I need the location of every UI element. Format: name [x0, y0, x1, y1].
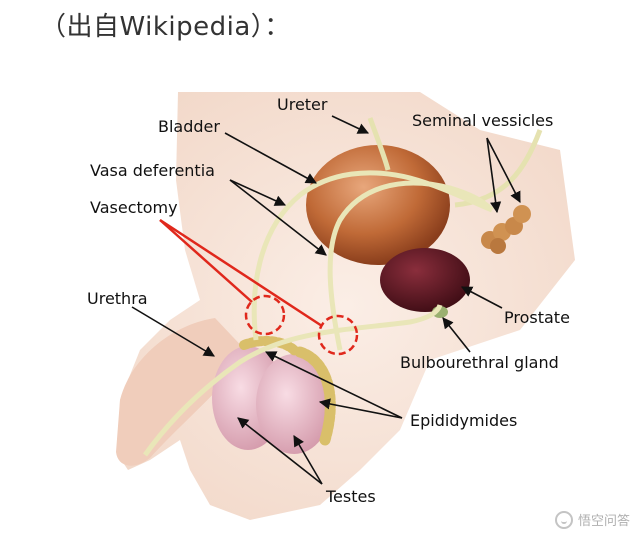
watermark: 悟空问答	[554, 510, 630, 529]
arrow-bladder	[224, 132, 317, 184]
label-prostate: Prostate	[504, 308, 570, 327]
label-ureter: Ureter	[277, 95, 328, 114]
label-seminal-vesicles: Seminal vessicles	[412, 111, 553, 130]
label-epididymides: Epididymides	[410, 411, 517, 430]
penis-shape	[116, 318, 250, 466]
vasectomy-pointer-2	[159, 218, 323, 328]
arrow-prostate	[461, 286, 503, 309]
arrow-epididymides-2	[318, 398, 403, 419]
vasectomy-pointer-1	[159, 219, 253, 303]
arrow-urethra	[131, 306, 215, 357]
urethra	[142, 304, 443, 457]
arrow-seminal-2	[486, 137, 521, 203]
arrow-epididymides-1	[264, 351, 403, 419]
label-vasa-deferentia: Vasa deferentia	[90, 161, 215, 180]
caption: （出自Wikipedia）：	[40, 12, 291, 42]
vasectomy-marker-left	[244, 294, 286, 336]
vasectomy-marker-right	[317, 314, 359, 356]
arrow-ureter	[331, 115, 370, 134]
ureter-left	[367, 117, 391, 171]
right-testis	[256, 354, 332, 454]
arrow-seminal-1	[486, 137, 502, 214]
label-urethra: Urethra	[87, 289, 148, 308]
epididymis-left	[239, 335, 301, 357]
seminal-vesicles	[481, 205, 531, 254]
arrow-vasa-1	[229, 179, 287, 206]
label-bladder: Bladder	[158, 117, 220, 136]
arrow-bulbourethral	[442, 317, 471, 353]
label-testes: Testes	[325, 487, 376, 506]
label-vasectomy: Vasectomy	[90, 198, 178, 217]
arrow-testes-2	[293, 435, 323, 485]
arrow-vasa-2	[229, 179, 327, 256]
label-bulbourethral-gland: Bulbourethral gland	[400, 353, 559, 372]
prostate	[380, 248, 470, 312]
arrow-testes-1	[237, 417, 323, 485]
watermark-text: 悟空问答	[577, 514, 630, 529]
vas-deferens-right	[327, 180, 494, 351]
bladder	[306, 145, 450, 265]
wukong-logo-icon	[554, 510, 573, 529]
vas-deferens-left	[251, 170, 493, 341]
